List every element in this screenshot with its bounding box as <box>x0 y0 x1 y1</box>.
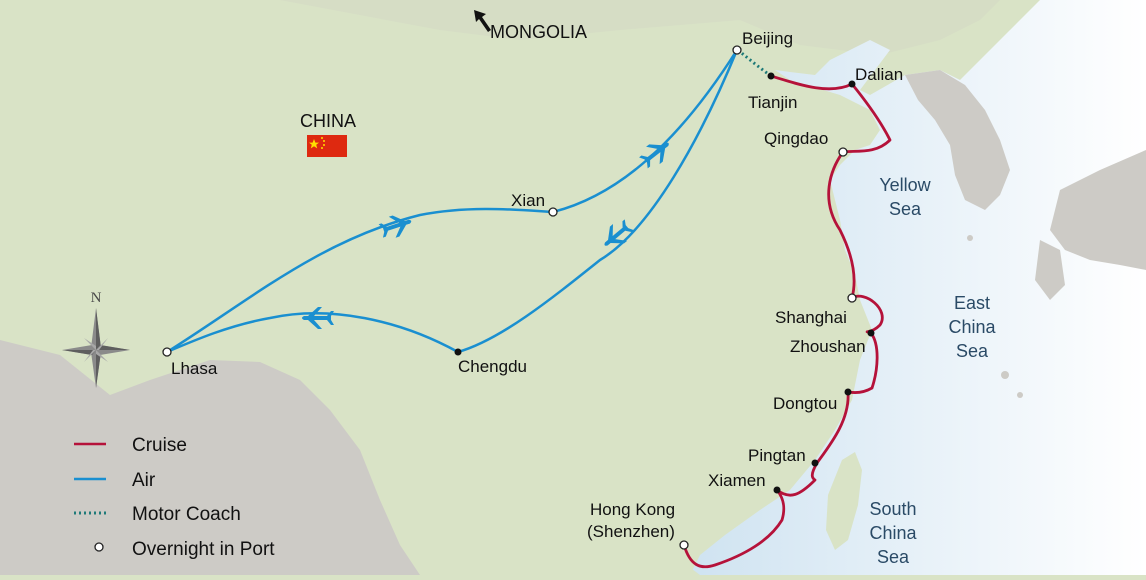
legend-motor-coach-label: Motor Coach <box>132 504 241 525</box>
sea-label-yellow-line2: Sea <box>889 199 922 219</box>
air-route-lhasa-xian <box>166 207 554 354</box>
island <box>967 235 973 241</box>
sea-area <box>690 0 1146 575</box>
overnight-port-marker <box>838 147 848 157</box>
port-marker <box>767 72 775 80</box>
place-label-qingdao: Qingdao <box>764 129 828 148</box>
place-label-xian: Xian <box>511 191 545 210</box>
sea-label-east-china-line2: China <box>948 317 996 337</box>
china-flag-icon <box>307 135 347 157</box>
island <box>1017 392 1023 398</box>
port-marker <box>848 80 856 88</box>
port-marker <box>811 459 819 467</box>
taiwan-land <box>826 452 862 550</box>
legend-overnight-swatch <box>94 542 104 552</box>
air-route-beijing-chengdu <box>457 49 739 354</box>
coast-land <box>660 560 700 575</box>
place-label-tianjin: Tianjin <box>748 93 797 112</box>
legend-overnight-label: Overnight in Port <box>132 539 275 560</box>
sea-label-south-china-line2: China <box>869 523 917 543</box>
compass-north-label: N <box>91 290 102 306</box>
overnight-port-marker <box>679 540 689 550</box>
japan-land <box>1050 150 1146 270</box>
motor-coach-route <box>737 48 772 78</box>
place-label-zhoushan: Zhoushan <box>790 337 866 356</box>
port-marker <box>773 486 781 494</box>
korea-land <box>905 70 1010 210</box>
port-marker <box>454 348 462 356</box>
country-label-china: CHINA <box>300 111 356 131</box>
legend: Cruise Air Motor Coach Overnight in Port <box>74 435 275 560</box>
place-label-beijing: Beijing <box>742 29 793 48</box>
compass-rose-icon: N <box>62 290 130 388</box>
sea-label-east-china-line3: Sea <box>956 341 989 361</box>
sea-label-south-china-line1: South <box>869 499 916 519</box>
overnight-port-marker <box>847 293 857 303</box>
japan-kyushu-land <box>1035 240 1065 300</box>
country-label-mongolia: MONGOLIA <box>490 22 587 42</box>
air-route-chengdu-lhasa <box>166 312 459 354</box>
overnight-port-marker <box>548 207 558 217</box>
place-label-pingtan: Pingtan <box>748 446 806 465</box>
place-label-shanghai: Shanghai <box>775 308 847 327</box>
neighbor-land-southwest <box>0 340 420 575</box>
place-label-shenzhen: (Shenzhen) <box>587 522 675 541</box>
place-label-hong-kong: Hong Kong <box>590 500 675 519</box>
island <box>1001 371 1009 379</box>
sea-label-east-china-line1: East <box>954 293 990 313</box>
place-label-xiamen: Xiamen <box>708 471 766 490</box>
legend-air-label: Air <box>132 470 156 491</box>
sea-label-yellow-line1: Yellow <box>879 175 931 195</box>
place-label-dalian: Dalian <box>855 65 903 84</box>
sea-label-south-china-line3: Sea <box>877 547 910 567</box>
cruise-route <box>682 74 892 569</box>
legend-cruise-label: Cruise <box>132 435 187 456</box>
overnight-port-marker <box>732 45 742 55</box>
port-marker <box>867 329 875 337</box>
overnight-port-marker <box>162 347 172 357</box>
place-label-lhasa: Lhasa <box>171 359 218 378</box>
place-label-dongtou: Dongtou <box>773 394 837 413</box>
arrow-up-left-icon <box>474 10 491 32</box>
port-marker <box>844 388 852 396</box>
place-label-chengdu: Chengdu <box>458 357 527 376</box>
neighbor-land-north <box>280 0 1000 55</box>
